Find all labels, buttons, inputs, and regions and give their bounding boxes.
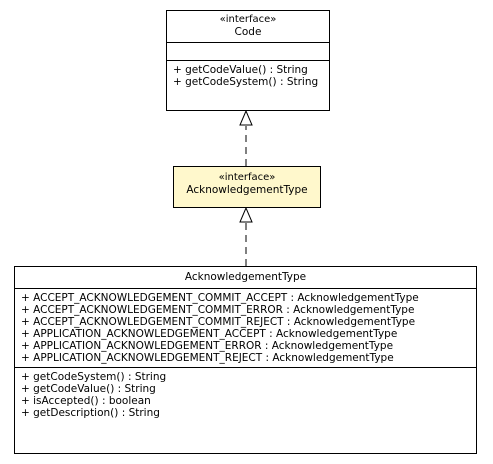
ack-enum-box[interactable]: AcknowledgementType + ACCEPT_ACKNOWLEDGE… (14, 266, 477, 454)
operation: + getCodeSystem() : String (173, 76, 319, 88)
hollow-triangle-arrowhead (239, 206, 253, 223)
code-operations-section: + getCodeValue() : String + getCodeSyste… (167, 60, 329, 91)
hollow-triangle-arrowhead (239, 109, 253, 126)
realization-ack-interface-to-code (239, 109, 253, 166)
ack-interface-box[interactable]: «interface» AcknowledgementType (173, 166, 321, 208)
ack-enum-operations-section: + getCodeSystem() : String + getCodeValu… (15, 367, 476, 422)
enum-constant: + ACCEPT_ACKNOWLEDGEMENT_COMMIT_ERROR : … (21, 304, 415, 316)
ack-interface-header: «interface» AcknowledgementType (174, 167, 320, 200)
operation: + getDescription() : String (21, 407, 160, 419)
interface-name: AcknowledgementType (186, 184, 308, 196)
interface-name: Code (234, 26, 262, 38)
code-interface-header: «interface» Code (167, 11, 329, 42)
enum-constant: + APPLICATION_ACKNOWLEDGEMENT_ERROR : Ac… (21, 340, 394, 352)
realization-ack-enum-to-ack-interface (239, 206, 253, 266)
interface-stereotype: «interface» (218, 172, 276, 183)
enum-constant: + APPLICATION_ACKNOWLEDGEMENT_ACCEPT : A… (21, 328, 398, 340)
ack-enum-header: AcknowledgementType (15, 267, 476, 288)
code-interface-box[interactable]: «interface» Code + getCodeValue() : Stri… (166, 10, 330, 111)
enum-constant: + ACCEPT_ACKNOWLEDGEMENT_COMMIT_REJECT :… (21, 316, 416, 328)
operation: + isAccepted() : boolean (21, 395, 151, 407)
code-attributes-section (167, 42, 329, 60)
operation: + getCodeValue() : String (21, 383, 156, 395)
interface-stereotype: «interface» (219, 14, 277, 25)
enum-constant: + APPLICATION_ACKNOWLEDGEMENT_REJECT : A… (21, 352, 394, 364)
enum-name: AcknowledgementType (184, 271, 307, 283)
enum-constant: + ACCEPT_ACKNOWLEDGEMENT_COMMIT_ACCEPT :… (21, 292, 419, 304)
operation: + getCodeSystem() : String (21, 371, 167, 383)
operation: + getCodeValue() : String (173, 64, 308, 76)
ack-enum-attributes-section: + ACCEPT_ACKNOWLEDGEMENT_COMMIT_ACCEPT :… (15, 288, 476, 367)
